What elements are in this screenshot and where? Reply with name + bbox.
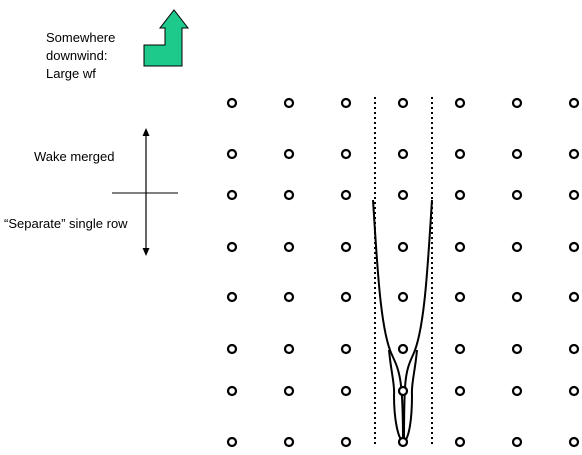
wake-outer-left-curve xyxy=(372,199,404,443)
turbine-marker xyxy=(340,385,352,397)
turbine-marker xyxy=(511,436,523,448)
wake-merged-label: Wake merged xyxy=(34,149,115,164)
turbine-marker xyxy=(283,343,295,355)
turbine-marker xyxy=(397,97,409,109)
turbine-marker xyxy=(283,436,295,448)
turbine-marker xyxy=(397,291,409,303)
turbine-marker xyxy=(226,97,238,109)
turbine-marker xyxy=(340,291,352,303)
turbine-marker xyxy=(568,189,580,201)
turbine-marker xyxy=(454,436,466,448)
turbine-marker xyxy=(568,148,580,160)
turbine-marker xyxy=(511,189,523,201)
turbine-marker xyxy=(283,385,295,397)
turbine-marker xyxy=(511,291,523,303)
turbine-marker xyxy=(283,241,295,253)
turbine-marker xyxy=(397,241,409,253)
turbine-marker xyxy=(568,291,580,303)
turbine-marker xyxy=(511,148,523,160)
wake-inner-left-curve xyxy=(388,349,404,443)
turbine-marker xyxy=(226,148,238,160)
turbine-marker xyxy=(568,436,580,448)
wake-inner-right-curve xyxy=(403,349,418,443)
turbine-marker xyxy=(568,241,580,253)
turbine-marker xyxy=(568,97,580,109)
turbine-marker xyxy=(340,436,352,448)
turbine-marker xyxy=(340,97,352,109)
turbine-marker xyxy=(454,189,466,201)
turbine-marker xyxy=(340,241,352,253)
downwind-label-line-1: Somewhere xyxy=(46,30,116,45)
turbine-marker xyxy=(454,343,466,355)
turbine-marker xyxy=(568,385,580,397)
turbine-marker xyxy=(454,97,466,109)
turbine-marker xyxy=(454,385,466,397)
turbine-marker xyxy=(340,189,352,201)
turbine-marker xyxy=(397,385,409,397)
turbine-marker xyxy=(226,189,238,201)
turbine-marker xyxy=(283,189,295,201)
downwind-label-line-3: Large wf xyxy=(46,66,96,81)
turbine-marker xyxy=(226,343,238,355)
wake-outer-right-curve xyxy=(403,199,433,443)
turbine-marker xyxy=(511,241,523,253)
turbine-marker xyxy=(511,97,523,109)
separate-single-row-label: “Separate” single row xyxy=(4,216,128,231)
turbine-marker xyxy=(283,291,295,303)
turbine-marker xyxy=(226,436,238,448)
turbine-marker xyxy=(340,148,352,160)
turn-arrow-icon xyxy=(143,9,190,67)
turbine-marker xyxy=(397,148,409,160)
turbine-marker xyxy=(511,385,523,397)
turbine-marker xyxy=(226,241,238,253)
turbine-marker xyxy=(283,97,295,109)
turbine-marker xyxy=(568,343,580,355)
turbine-marker xyxy=(340,343,352,355)
turbine-marker xyxy=(397,343,409,355)
turbine-marker xyxy=(454,291,466,303)
turbine-grid xyxy=(226,97,580,448)
turbine-marker xyxy=(511,343,523,355)
turbine-marker xyxy=(454,241,466,253)
turbine-marker xyxy=(283,148,295,160)
turbine-marker xyxy=(454,148,466,160)
turbine-marker xyxy=(226,385,238,397)
downwind-label-line-2: downwind: xyxy=(46,48,108,63)
turbine-marker xyxy=(397,189,409,201)
downwind-label: Somewhere downwind: Large wf xyxy=(46,29,146,83)
transition-axis xyxy=(112,128,178,256)
turbine-marker xyxy=(226,291,238,303)
turbine-marker xyxy=(397,436,409,448)
